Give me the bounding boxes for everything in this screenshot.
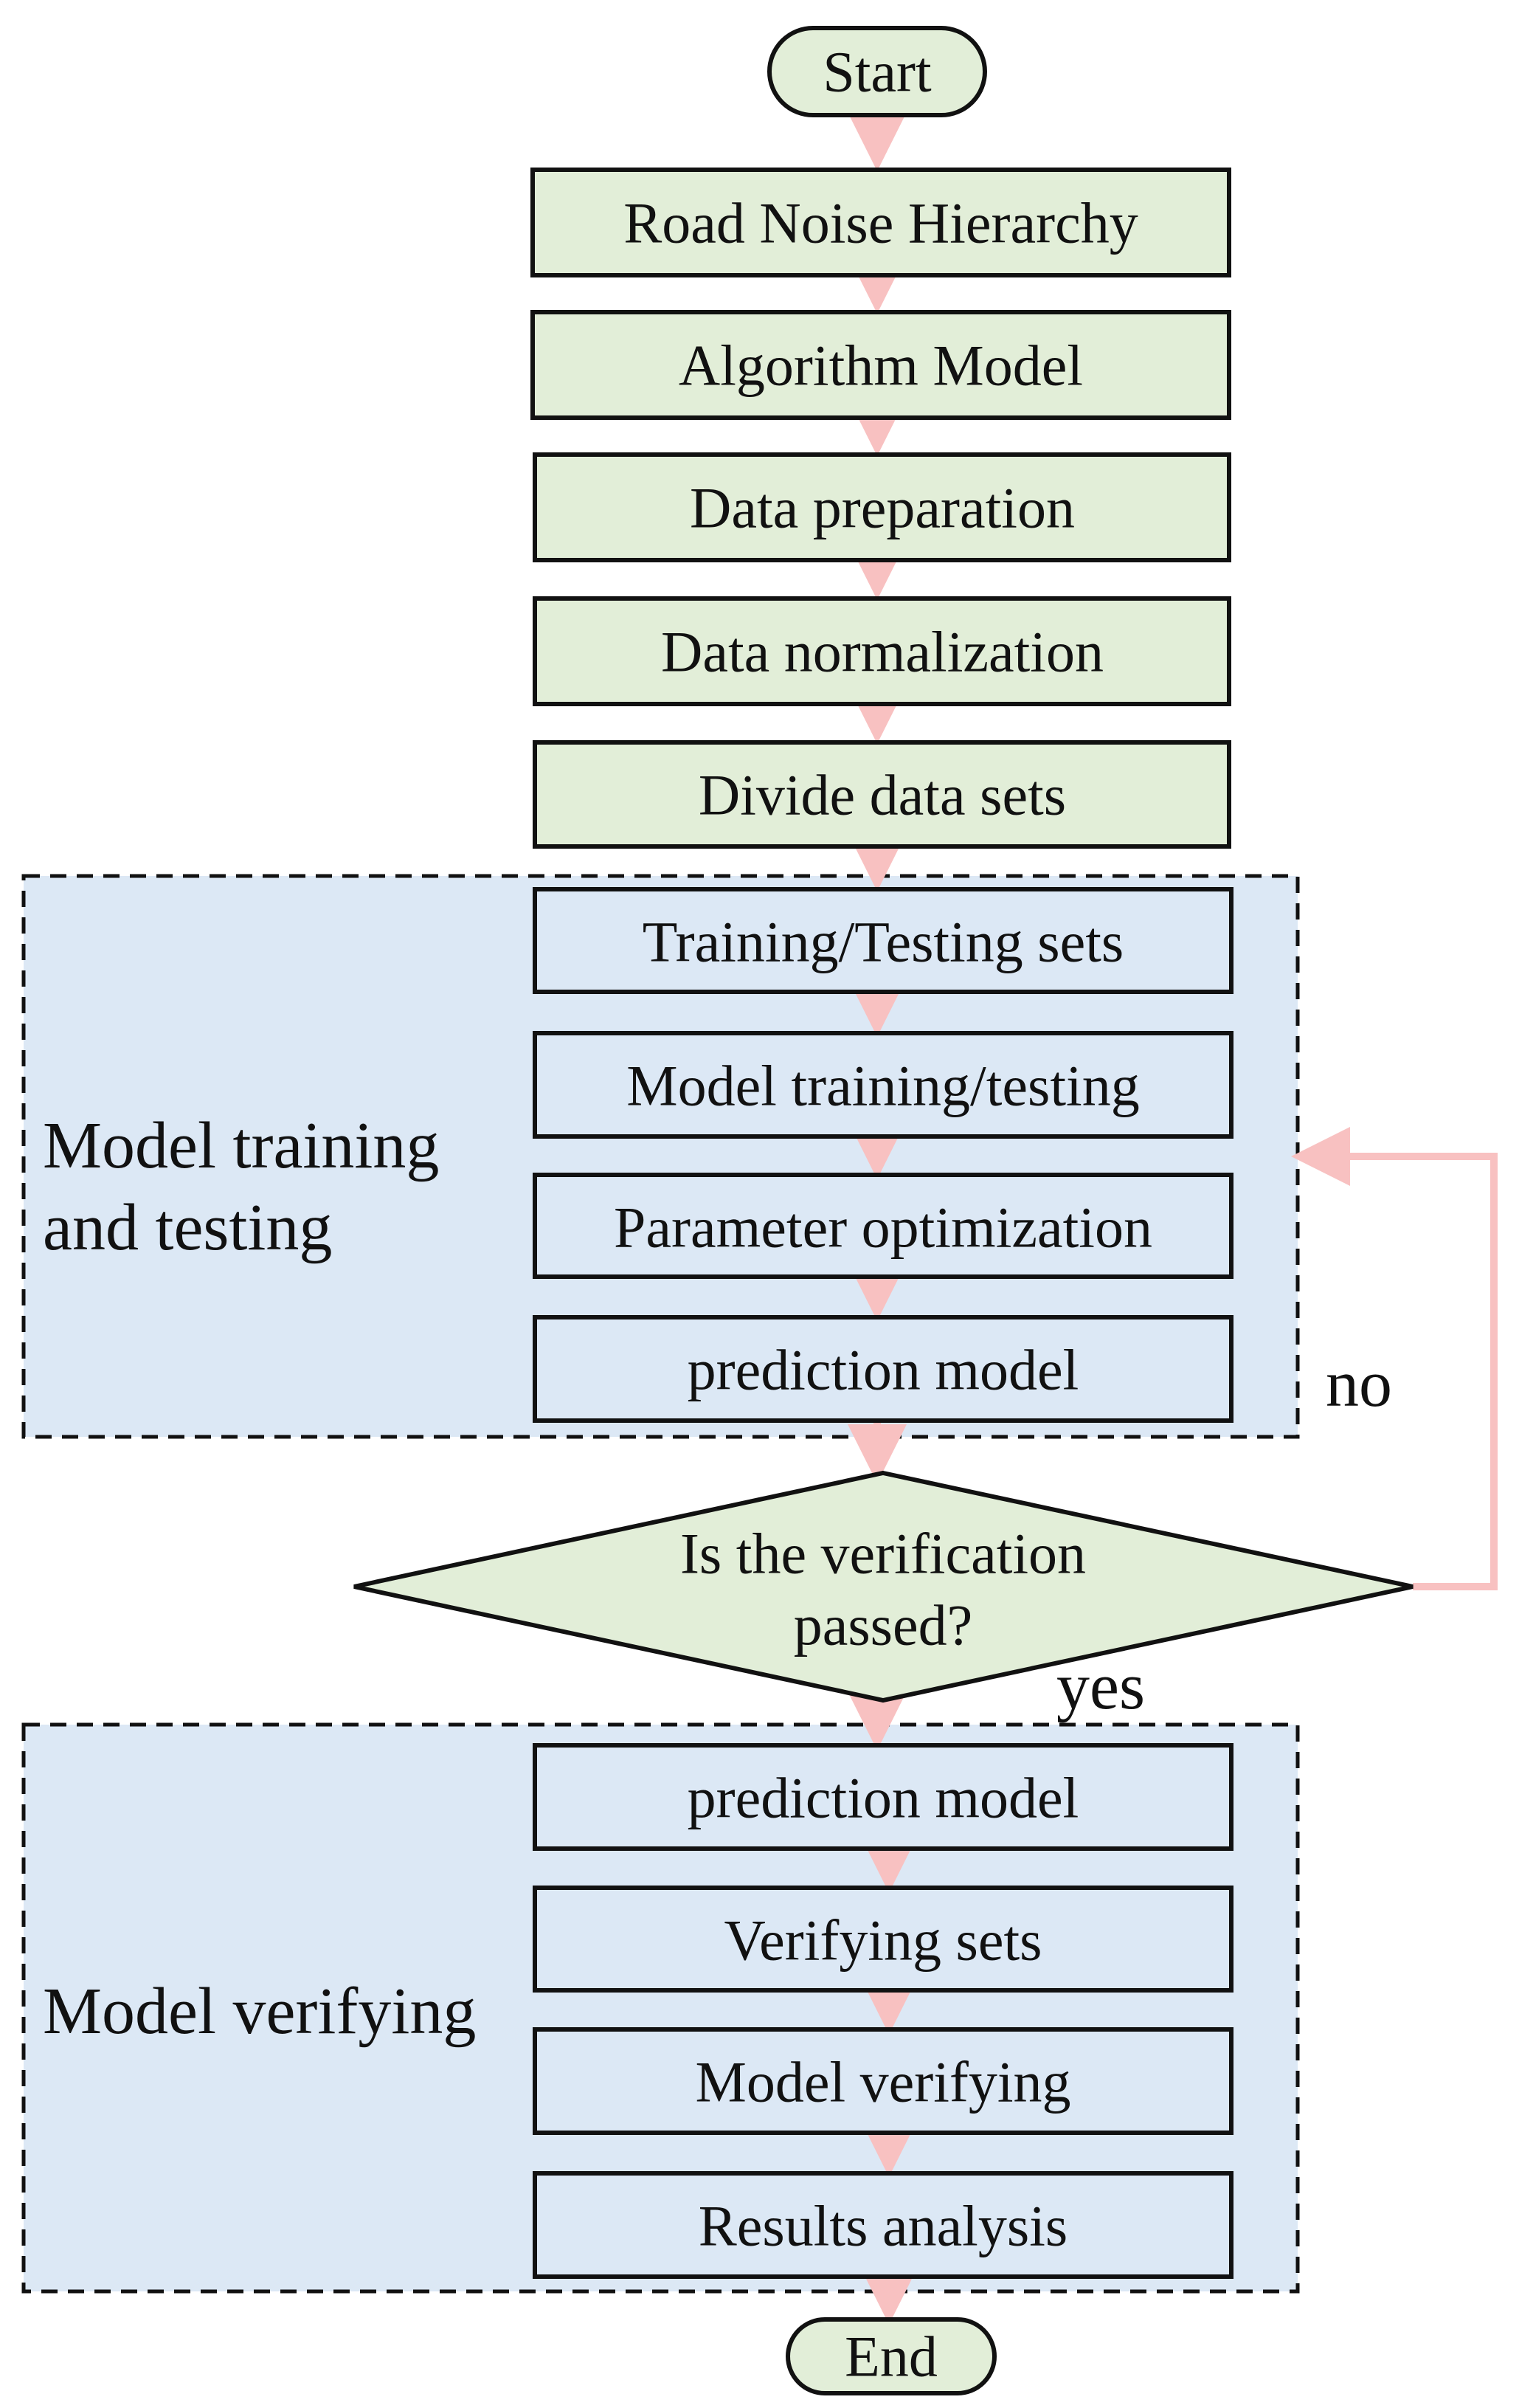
data-normalization-label: Data normalization	[661, 620, 1104, 684]
decision-label-line2: passed?	[794, 1593, 973, 1657]
algorithm-model-label: Algorithm Model	[679, 334, 1083, 398]
model-training-testing-label: Model training/testing	[626, 1054, 1139, 1118]
verifying-sets-box	[533, 1886, 1233, 1993]
training-testing-sets-box	[533, 887, 1233, 994]
decision-label-line1: Is the verification	[680, 1522, 1086, 1586]
road-noise-hierarchy-label: Road Noise Hierarchy	[623, 191, 1138, 255]
edge-label-no: no	[1326, 1348, 1392, 1421]
parameter-optimization-label: Parameter optimization	[614, 1196, 1152, 1260]
results-analysis-box	[533, 2171, 1233, 2279]
prediction-model-2-box	[533, 1743, 1233, 1851]
algorithm-model-box	[530, 310, 1231, 420]
model-verifying-label: Model verifying	[695, 2050, 1070, 2114]
divide-data-sets-label: Divide data sets	[699, 763, 1066, 827]
verifying-sets-label: Verifying sets	[724, 1908, 1042, 1973]
training-testing-sets-label: Training/Testing sets	[643, 910, 1124, 974]
flow-connectors	[848, 112, 918, 2325]
prediction-model-label: prediction model	[688, 1338, 1079, 1402]
results-analysis-label: Results analysis	[699, 2194, 1068, 2258]
road-noise-hierarchy-box	[530, 168, 1231, 277]
end-node	[786, 2317, 997, 2395]
group-label-training-line2: and testing	[43, 1191, 332, 1264]
verification-decision-diamond	[353, 1470, 1414, 1703]
model-verifying-box	[533, 2027, 1233, 2135]
end-label: End	[845, 2325, 938, 2389]
prediction-model-box	[533, 1315, 1233, 1423]
divide-data-sets-box	[533, 740, 1231, 849]
start-label: Start	[823, 40, 932, 104]
data-normalization-box	[533, 596, 1231, 706]
group-label-verifying: Model verifying	[43, 1975, 476, 2048]
start-node	[767, 26, 987, 117]
group-label-training-line1: Model training	[43, 1109, 439, 1182]
model-training-testing-box	[533, 1031, 1233, 1139]
edge-label-yes: yes	[1056, 1650, 1145, 1723]
prediction-model-2-label: prediction model	[688, 1766, 1079, 1830]
connector-decision-no-loop	[1291, 1127, 1498, 1590]
parameter-optimization-box	[533, 1173, 1233, 1279]
data-preparation-box	[533, 452, 1231, 562]
data-preparation-label: Data preparation	[690, 476, 1075, 540]
